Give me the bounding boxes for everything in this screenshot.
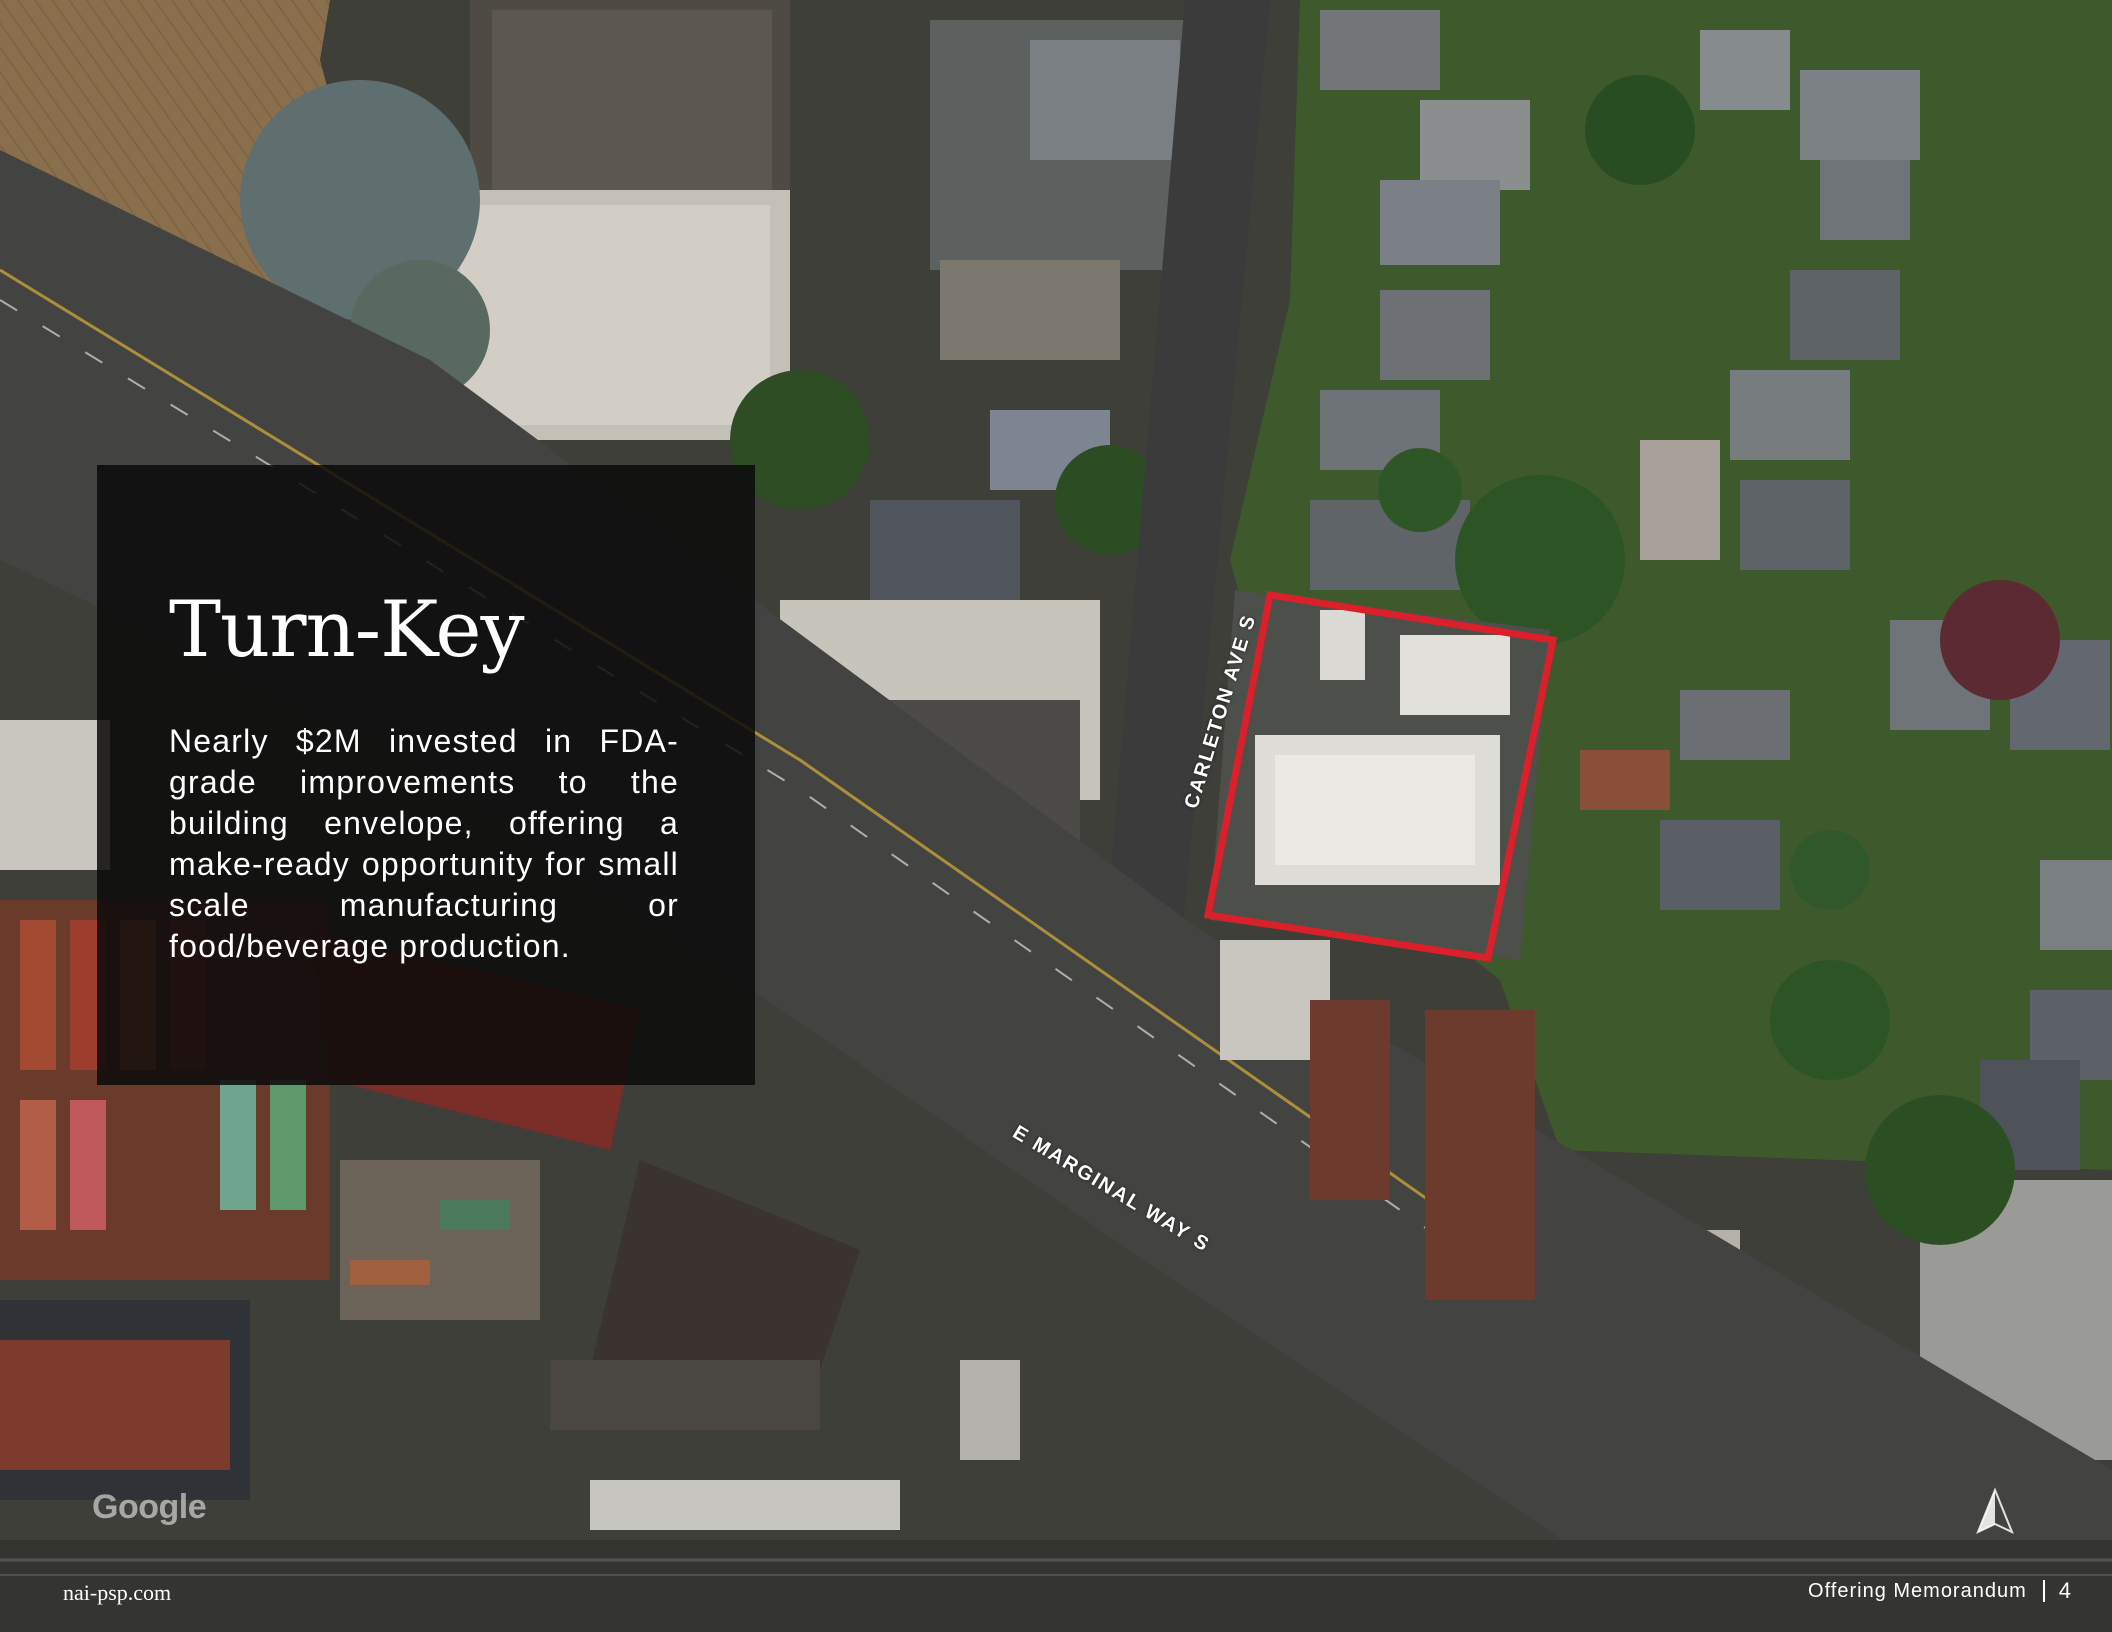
page-number: 4 [2058,1578,2072,1603]
panel-description: Nearly $2M invested in FDA-grade improve… [169,723,679,964]
north-arrow-icon [1976,1487,2014,1534]
panel-title: Turn-Key [169,585,525,675]
footer-website: nai-psp.com [63,1580,172,1605]
info-panel: Turn-Key Nearly $2M invested in FDA-grad… [97,465,755,1085]
footer-page-info: Offering Memorandum 4 [1808,1578,2072,1604]
footer-document-label: Offering Memorandum [1808,1579,2027,1602]
map-attribution: Google [92,1488,207,1526]
property-highlight-outline [1203,591,1558,962]
carleton-ave-road [1100,0,1270,1010]
footer-divider [2042,1580,2045,1602]
